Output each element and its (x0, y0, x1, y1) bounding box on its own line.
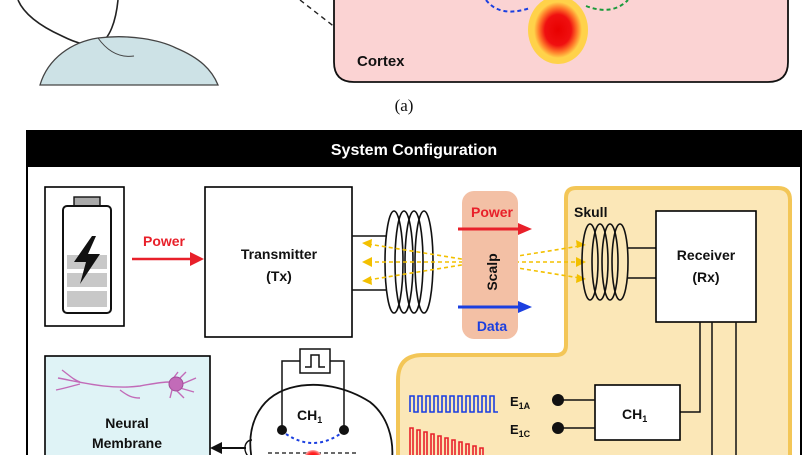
head-hotspot (305, 450, 321, 455)
pulse-generator-box (299, 348, 331, 374)
zoom-leader (299, 0, 337, 29)
transmitter-label: Transmitter (241, 246, 318, 262)
stim-arrow-icon (210, 442, 222, 454)
cortex-hotspot (534, 2, 582, 58)
figure-a-caption: (a) (394, 96, 414, 115)
shirt (39, 36, 219, 86)
neuron-soma (168, 376, 184, 392)
electrode-e1c-label: E1C (510, 422, 531, 439)
red-pulse-train (409, 427, 484, 455)
head-ear (244, 439, 253, 455)
neuron-icon (55, 369, 197, 399)
cortex-label: Cortex (357, 53, 405, 70)
electrode-e1a-dot (552, 394, 564, 406)
transmitter-box (204, 186, 353, 338)
receiver-box (655, 210, 757, 323)
neural-label: Neural (105, 415, 149, 431)
head-ch1-label: CH1 (297, 407, 322, 425)
scalp-label: Scalp (484, 253, 500, 290)
ch1-box (594, 384, 681, 441)
cortex-green-arc (585, 0, 629, 11)
power-arrow-icon (190, 252, 204, 266)
electrode-e1c-dot (552, 422, 564, 434)
battery-power-label: Power (143, 233, 186, 249)
cortex-blue-arc (485, 0, 531, 13)
transmitter-sublabel: (Tx) (266, 268, 292, 284)
head-outline (249, 383, 394, 455)
rx-coil (581, 223, 629, 301)
pulse-icon (305, 354, 325, 368)
battery-icon (62, 196, 112, 314)
head-electrode-right (339, 425, 349, 435)
receiver-sublabel: (Rx) (692, 269, 719, 285)
blue-pulse-train (409, 395, 498, 413)
system-configuration-panel: System Configuration Power Transmitter (… (26, 130, 802, 455)
scalp-data-label: Data (477, 318, 508, 334)
lightning-bolt-icon (74, 236, 100, 284)
figure-a: Cortex (17, 0, 789, 86)
neural-membrane-box (44, 355, 211, 455)
scalp-power-label: Power (471, 204, 514, 220)
ch1-label: CH1 (622, 406, 647, 424)
electrode-e1a-label: E1A (510, 394, 531, 411)
panel-title: System Configuration (331, 142, 497, 159)
scalp-power-arrow-icon (518, 223, 532, 235)
receiver-label: Receiver (677, 247, 736, 263)
neural-sublabel: Membrane (92, 435, 162, 451)
scalp-data-arrow-icon (518, 301, 532, 313)
wireless-arrowheads (362, 239, 586, 285)
panel-header (27, 131, 801, 167)
head-electrode-left (277, 425, 287, 435)
skull-label: Skull (574, 204, 607, 220)
